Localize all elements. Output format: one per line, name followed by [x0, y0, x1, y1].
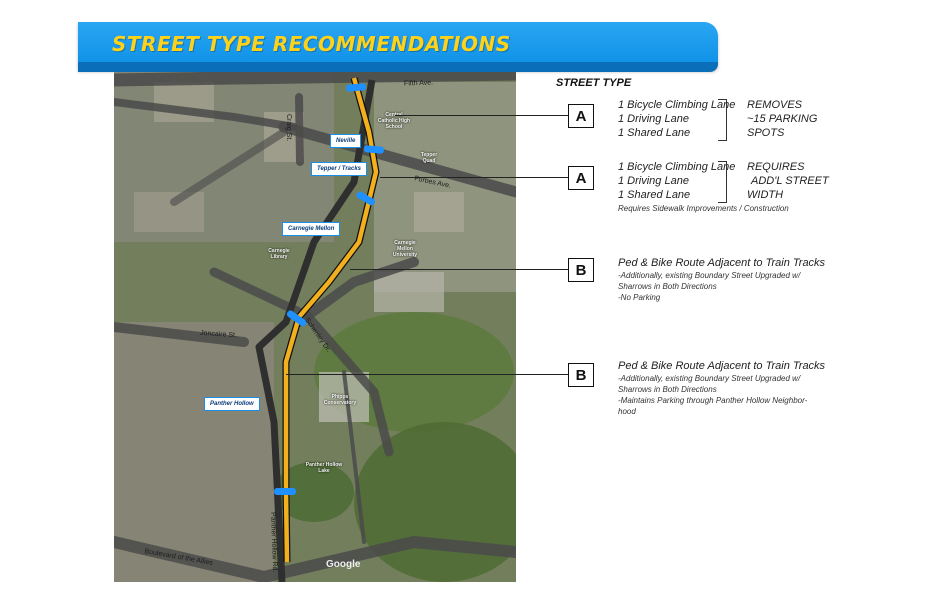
row-1-lanes: 1 Bicycle Climbing Lane 1 Driving Lane 1…: [618, 98, 735, 140]
row-2-lane-3: 1 Shared Lane: [618, 189, 691, 201]
place-label-tepper-quad: Tepper Quad: [420, 152, 438, 164]
row-2-impact-2: ADD'L STREET: [751, 175, 829, 187]
street-label-craig-st: Craig St.: [285, 114, 292, 142]
row-4-detail-2: Sharrows in Both Directions: [618, 385, 717, 394]
row-3-details: -Additionally, existing Boundary Street …: [618, 270, 800, 303]
callout-neville[interactable]: Neville: [330, 134, 362, 148]
row-2-impact: REQUIRES ADD'L STREET WIDTH: [747, 160, 829, 202]
place-label-carnegie-mellon-university: Carnegie Mellon University: [392, 240, 418, 258]
street-type-heading: STREET TYPE: [556, 77, 632, 89]
row-4-detail-3: -Maintains Parking through Panther Hollo…: [618, 396, 808, 405]
street-type-badge-a-1: A: [568, 104, 594, 128]
callout-panther-hollow[interactable]: Panther Hollow: [204, 397, 260, 411]
aerial-map[interactable]: Fifth Ave. Craig St. Forbes Ave. Schenle…: [114, 72, 516, 582]
row-3-detail-2: Sharrows in Both Directions: [618, 282, 717, 291]
callout-tepper-tracks[interactable]: Tepper / Tracks: [311, 162, 368, 176]
row-4-details: -Additionally, existing Boundary Street …: [618, 373, 807, 417]
google-watermark: Google: [326, 559, 361, 570]
row-2-footnote: Requires Sidewalk Improvements / Constru…: [618, 204, 789, 213]
row-1-impact-3: SPOTS: [747, 127, 785, 139]
street-label-fifth-ave: Fifth Ave.: [403, 79, 434, 88]
row-2-impact-1: REQUIRES: [747, 161, 805, 173]
row-2-lane-1: 1 Bicycle Climbing Lane: [618, 161, 736, 173]
row-3-title: Ped & Bike Route Adjacent to Train Track…: [618, 257, 826, 269]
row-1-lane-2: 1 Driving Lane: [618, 113, 689, 125]
row-2-impact-3: WIDTH: [747, 189, 784, 201]
place-label-central-catholic: Central Catholic High School: [377, 112, 411, 130]
street-type-badge-b-1: B: [568, 258, 594, 282]
row-1-lane-3: 1 Shared Lane: [618, 127, 691, 139]
row-2-lane-2: 1 Driving Lane: [618, 175, 689, 187]
callout-carnegie-mellon[interactable]: Carnegie Mellon: [282, 222, 341, 236]
row-3-detail-3: -No Parking: [618, 293, 661, 302]
row-2-lanes: 1 Bicycle Climbing Lane 1 Driving Lane 1…: [618, 160, 735, 202]
leader-line-row-1: [395, 115, 568, 116]
leader-line-row-2: [380, 177, 568, 178]
row-4-detail-1: -Additionally, existing Boundary Street …: [618, 374, 801, 383]
street-type-badge-a-2: A: [568, 166, 594, 190]
title-banner-shadow: [78, 62, 718, 72]
map-canvas: [114, 72, 516, 582]
row-2-bracket: [718, 161, 727, 203]
place-label-panther-hollow-lake: Panther Hollow Lake: [305, 462, 343, 474]
row-4-title: Ped & Bike Route Adjacent to Train Track…: [618, 360, 826, 372]
row-3-detail-1: -Additionally, existing Boundary Street …: [618, 271, 801, 280]
leader-line-row-4: [286, 374, 568, 375]
place-label-phipps-conservatory: Phipps Conservatory: [323, 394, 357, 406]
row-1-lane-1: 1 Bicycle Climbing Lane: [618, 99, 736, 111]
row-1-impact-1: REMOVES: [747, 99, 803, 111]
row-4-detail-4: hood: [618, 407, 636, 416]
row-1-impact: REMOVES ~15 PARKING SPOTS: [747, 98, 817, 140]
row-1-impact-2: ~15 PARKING: [747, 113, 818, 125]
street-type-badge-b-2: B: [568, 363, 594, 387]
page-title: STREET TYPE RECOMMENDATIONS: [112, 32, 511, 56]
row-1-bracket: [718, 99, 727, 141]
place-label-carnegie-library: Carnegie Library: [268, 248, 290, 260]
leader-line-row-3: [350, 269, 568, 270]
